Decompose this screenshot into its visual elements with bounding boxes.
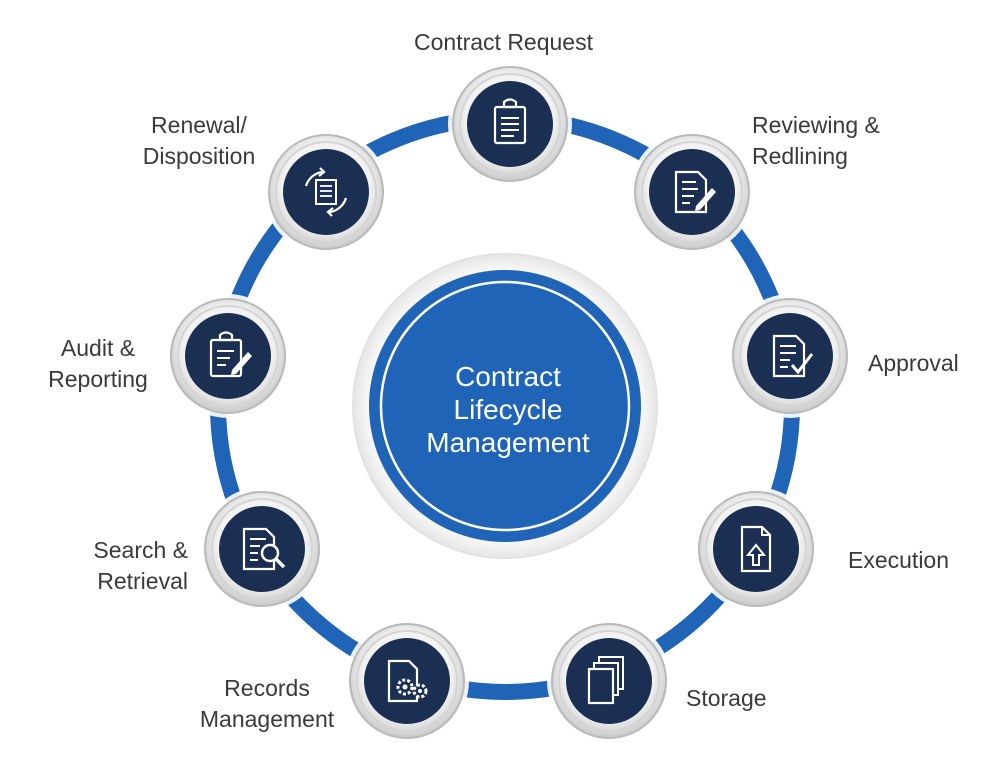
stage-node-contract-request [448, 62, 572, 186]
document-gears-icon [387, 659, 428, 703]
label-renewal-disposition: Renewal/ Disposition [142, 112, 256, 169]
document-upload-icon [740, 525, 772, 573]
document-search-icon [242, 527, 286, 571]
stage-node-reviewing-redlining [630, 130, 754, 254]
center-title-line: Lifecycle [453, 394, 563, 425]
stage-node-execution [694, 487, 818, 611]
clipboard-pen-icon [209, 331, 252, 378]
label-reviewing-redlining: Reviewing & Redlining [752, 112, 880, 169]
label-audit-reporting: Audit & Reporting [48, 335, 148, 392]
stage-node-records-management [345, 619, 469, 743]
clipboard-icon [493, 98, 527, 145]
label-execution: Execution [848, 547, 950, 573]
document-check-icon [772, 334, 814, 378]
stacked-documents-icon [587, 656, 624, 705]
center-title-line: Management [426, 427, 590, 458]
stage-node-storage [547, 619, 671, 743]
stage-node-search-retrieval [200, 487, 324, 611]
label-contract-request: Contract Request [414, 29, 593, 55]
label-storage: Storage [686, 685, 767, 711]
center-title: Contract Lifecycle Management [388, 360, 628, 459]
stage-node-approval [728, 294, 852, 418]
label-approval: Approval [868, 350, 959, 376]
label-records-management: Records Management [199, 675, 335, 732]
document-pen-icon [674, 170, 716, 214]
stage-node-audit-reporting [166, 294, 290, 418]
stage-node-renewal-disposition [264, 130, 388, 254]
document-cycle-icon [304, 167, 348, 217]
center-hub [352, 253, 658, 559]
label-search-retrieval: Search & Retrieval [93, 537, 188, 594]
center-title-line: Contract [455, 361, 561, 392]
